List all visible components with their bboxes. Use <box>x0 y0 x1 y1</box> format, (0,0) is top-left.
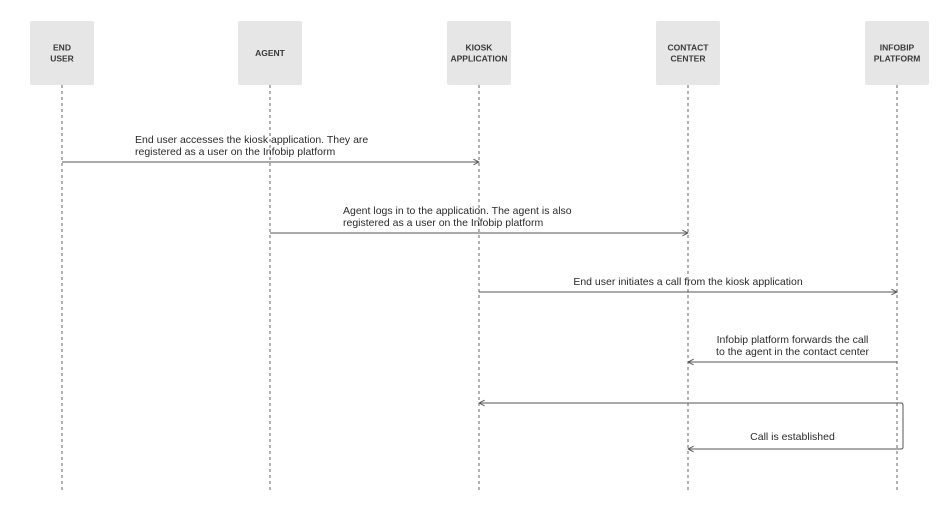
actor-label: INFOBIP <box>880 43 915 53</box>
bracket-arrow <box>479 403 904 449</box>
actor-label: KIOSK <box>466 43 494 53</box>
message-label: Infobip platform forwards the call <box>717 334 869 346</box>
message-label: Agent logs in to the application. The ag… <box>343 205 572 217</box>
actor-label: CONTACT <box>668 43 710 53</box>
actor-label: USER <box>50 54 74 64</box>
actor-box <box>447 21 511 85</box>
actor-label: AGENT <box>255 48 286 58</box>
actor-box <box>865 21 929 85</box>
bracket-label: Call is established <box>750 431 835 443</box>
call-bracket: Call is established <box>479 403 904 449</box>
actor-label: PLATFORM <box>874 54 921 64</box>
actor-label: END <box>53 43 71 53</box>
actor-box <box>656 21 720 85</box>
actor-box <box>238 21 302 85</box>
actor-agent: AGENT <box>238 21 302 85</box>
message-label: registered as a user on the Infobip plat… <box>343 217 543 229</box>
message-2: Agent logs in to the application. The ag… <box>270 205 688 233</box>
message-3: End user initiates a call from the kiosk… <box>479 276 897 292</box>
messages: End user accesses the kiosk application.… <box>62 134 897 362</box>
message-1: End user accesses the kiosk application.… <box>62 134 479 162</box>
message-label: to the agent in the contact center <box>716 346 869 358</box>
actor-label: APPLICATION <box>451 54 508 64</box>
message-label: End user accesses the kiosk application.… <box>135 134 368 146</box>
actor-box <box>30 21 94 85</box>
message-label: registered as a user on the Infobip plat… <box>135 146 335 158</box>
message-label: End user initiates a call from the kiosk… <box>573 276 803 288</box>
actor-label: CENTER <box>671 54 706 64</box>
